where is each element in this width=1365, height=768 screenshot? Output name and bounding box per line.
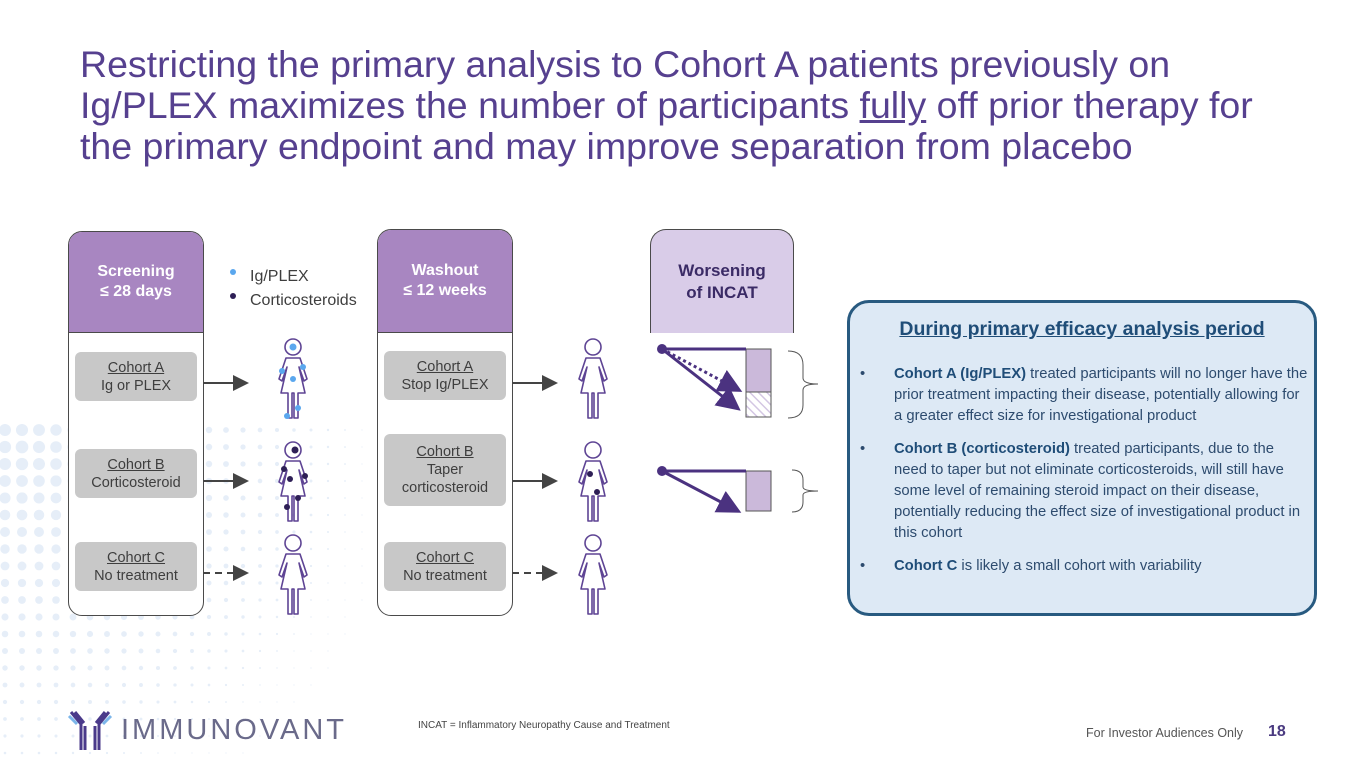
worsening-graphic-cohort-b	[657, 466, 819, 513]
screening-header: Screening≤ 28 days	[69, 232, 203, 333]
person-icon-washout-c	[578, 534, 608, 615]
info-bullet-cohort-b: •Cohort B (corticosteroid) treated parti…	[860, 441, 1301, 541]
page-number: 18	[1268, 723, 1286, 740]
person-icon-washout-a	[578, 338, 608, 419]
legend-item-ig-plex: Ig/PLEX	[230, 268, 357, 286]
washout-header: Washout≤ 12 weeks	[378, 230, 512, 333]
person-icon-screening-c	[278, 534, 308, 615]
primary-efficacy-info-box: During primary efficacy analysis period …	[847, 300, 1317, 616]
investor-disclaimer: For Investor Audiences Only	[1086, 726, 1244, 740]
legend: Ig/PLEX Corticosteroids	[230, 268, 357, 310]
worsening-graphic-cohort-a	[657, 344, 819, 419]
person-icon-washout-b	[578, 441, 608, 522]
info-box-heading: During primary efficacy analysis period	[899, 318, 1265, 340]
legend-item-corticosteroids: Corticosteroids	[230, 292, 357, 310]
info-bullet-cohort-a: •Cohort A (Ig/PLEX) treated participants…	[860, 366, 1308, 424]
immunovant-logo-icon	[67, 711, 113, 750]
ig-plex-dot-icon	[230, 268, 236, 275]
person-icon-screening-b	[278, 441, 308, 522]
slide-title: Restricting the primary analysis to Coho…	[80, 43, 1253, 167]
corticosteroid-dot-icon	[230, 292, 236, 299]
info-bullet-cohort-c: •Cohort C is likely a small cohort with …	[860, 558, 1202, 574]
person-icon-screening-a	[278, 338, 308, 419]
immunovant-logo-text: IMMUNOVANT	[121, 714, 348, 746]
footnote: INCAT = Inflammatory Neuropathy Cause an…	[418, 720, 670, 731]
